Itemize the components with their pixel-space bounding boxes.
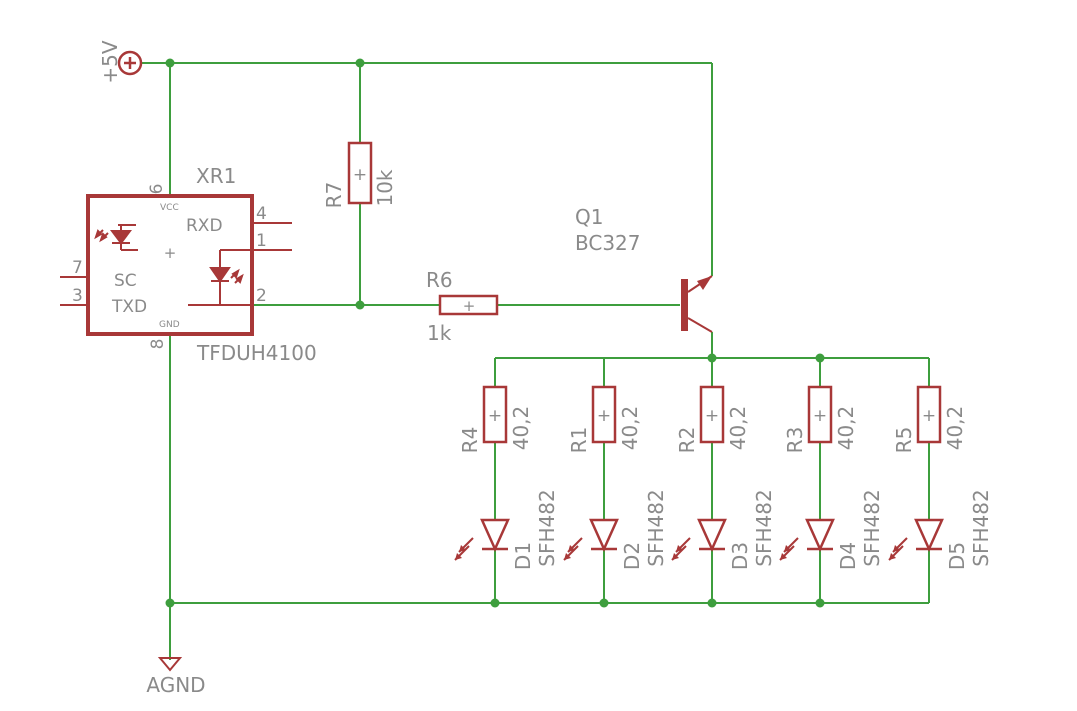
q1-base-bar	[681, 279, 688, 331]
r7-body	[347, 141, 373, 205]
channel-resistor-ref: R3	[783, 427, 807, 454]
r7-plus: +	[353, 165, 367, 185]
channel-resistor-body	[807, 385, 833, 444]
channel-led-value: SFH482	[644, 489, 668, 566]
channel-led-ref: D5	[945, 542, 969, 570]
ic-sc-label: SC	[114, 271, 137, 291]
resistor-r6: + R6 1k	[426, 268, 499, 345]
led-diode-icon	[480, 518, 510, 553]
junction-d2	[599, 598, 609, 608]
channel-resistor-value: 40,2	[509, 406, 533, 451]
junction-gnd	[165, 598, 175, 608]
ground-symbol: AGND	[146, 657, 206, 697]
channel-resistor-plus: +	[922, 406, 936, 426]
channel-resistor-ref: R2	[675, 427, 699, 454]
ic-xr1: + XR1 TFDUH4100 VCC GND RXD SC TXD 6 8 4…	[60, 164, 317, 365]
junction-collector	[707, 353, 717, 363]
r6-ref: R6	[426, 268, 453, 292]
channel-resistor-value: 40,2	[834, 406, 858, 451]
ic-value: TFDUH4100	[196, 341, 317, 365]
r6-body	[438, 294, 499, 316]
junction-r7-top	[355, 58, 365, 68]
resistor-r7: + R7 10k	[322, 141, 397, 209]
junction-d1	[490, 598, 500, 608]
q1-ref: Q1	[575, 205, 603, 229]
channel-led-ref: D4	[836, 542, 860, 570]
junction-d4	[815, 598, 825, 608]
ic-pin-8-number: 8	[148, 339, 168, 350]
ic-pin-7-number: 7	[72, 258, 83, 278]
channel-resistor-body	[482, 385, 508, 444]
channel-resistor-plus: +	[705, 406, 719, 426]
ic-ref: XR1	[196, 164, 236, 188]
channel-resistor-value: 40,2	[618, 406, 642, 451]
ic-detector-icon	[188, 249, 252, 306]
channel-resistor-ref: R4	[458, 427, 482, 454]
ic-pin-2-number: 2	[256, 286, 267, 306]
r7-ref: R7	[322, 182, 346, 209]
r6-value: 1k	[427, 321, 452, 345]
supply-label: +5V	[98, 40, 122, 83]
q1-collector-lead	[687, 317, 713, 333]
ic-origin-plus: +	[164, 244, 177, 262]
ic-vcc-label: VCC	[160, 203, 179, 213]
junction-txd	[355, 300, 365, 310]
channel-resistor-plus: +	[488, 406, 502, 426]
channel-led-ref: D3	[728, 542, 752, 570]
ic-emitter-led-icon	[94, 224, 138, 251]
ic-pin-4-number: 4	[256, 204, 267, 224]
junction-vcc	[165, 58, 175, 68]
junction-d3	[707, 598, 717, 608]
ic-pin-6-number: 6	[147, 184, 167, 195]
transistor-q1: Q1 BC327	[575, 205, 713, 333]
r7-value: 10k	[373, 169, 397, 206]
led-diode-icon	[914, 518, 944, 553]
supply-symbol: +5V	[98, 40, 143, 84]
ic-gnd-label: GND	[159, 320, 180, 330]
led-diode-icon	[697, 518, 727, 553]
led-diode-icon	[805, 518, 835, 553]
r6-plus: +	[463, 297, 476, 315]
channel-resistor-body	[916, 385, 942, 444]
channel-led-value: SFH482	[969, 489, 993, 566]
channel-led-ref: D2	[620, 542, 644, 570]
channel-resistor-plus: +	[597, 406, 611, 426]
ic-pin-1-number: 1	[256, 231, 267, 251]
led-column-wires	[494, 358, 930, 603]
channel-resistor-body	[591, 385, 617, 444]
ground-label: AGND	[146, 673, 205, 697]
channel-led-value: SFH482	[860, 489, 884, 566]
junction-led-rail	[815, 353, 825, 363]
ic-pin-3-number: 3	[72, 286, 83, 306]
ground-icon	[157, 657, 183, 672]
channel-resistor-value: 40,2	[726, 406, 750, 451]
channel-led-ref: D1	[511, 542, 535, 570]
supply-circle-icon	[117, 50, 143, 76]
led-diode-icon	[589, 518, 619, 553]
ic-body	[86, 194, 254, 336]
channel-led-value: SFH482	[752, 489, 776, 566]
channel-led-value: SFH482	[535, 489, 559, 566]
channel-resistor-body	[699, 385, 725, 444]
ic-rxd-label: RXD	[186, 216, 223, 236]
q1-value: BC327	[575, 231, 641, 255]
junctions	[165, 58, 825, 608]
channel-resistor-ref: R5	[892, 427, 916, 454]
ic-txd-label: TXD	[111, 297, 147, 317]
channel-resistor-value: 40,2	[943, 406, 967, 451]
channel-resistor-plus: +	[813, 406, 827, 426]
channel-resistor-ref: R1	[567, 427, 591, 454]
q1-emitter-arrow-icon	[697, 276, 712, 290]
